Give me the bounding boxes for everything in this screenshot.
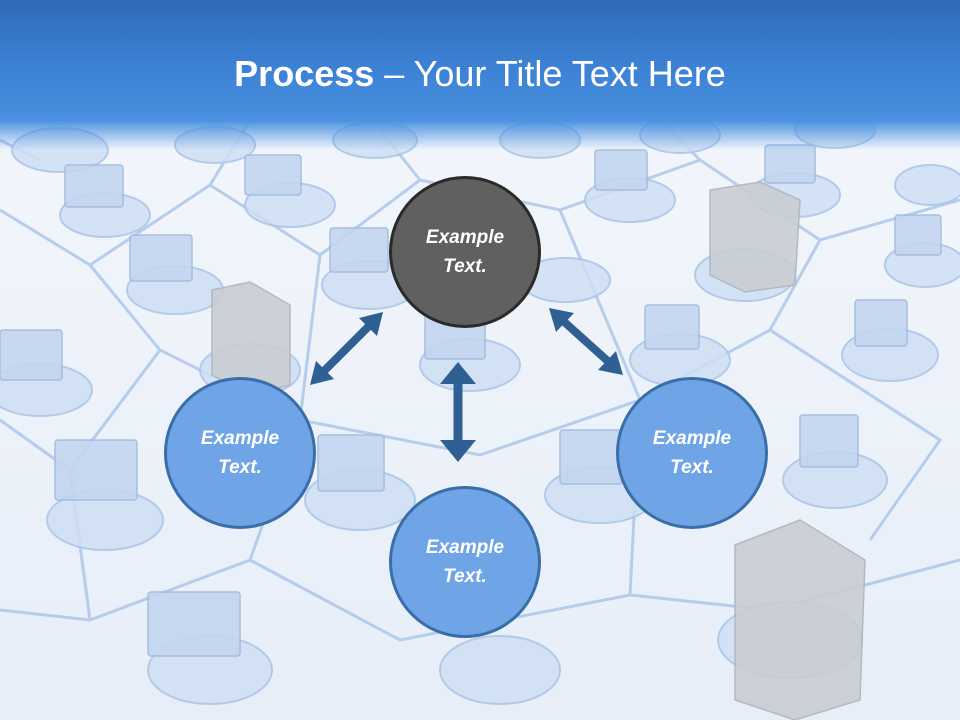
node-top-line1: Example (425, 227, 505, 248)
node-left-line2: Text. (218, 457, 262, 478)
arrow-top-right (549, 308, 623, 375)
node-top-line2: Text. (443, 256, 487, 277)
arrow-top-left (310, 312, 383, 385)
node-right-line2: Text. (670, 457, 714, 478)
slide-title: Process – Your Title Text Here (0, 52, 960, 96)
slide-title-bold: Process (234, 53, 375, 94)
arrow-top-bottom (440, 362, 476, 462)
title-banner (0, 0, 960, 150)
node-left-line1: Example (200, 428, 280, 449)
node-right-line1: Example (652, 428, 732, 449)
node-bottom-line1: Example (425, 537, 505, 558)
node-bottom-line2: Text. (443, 566, 487, 587)
slide-title-rest: – Your Title Text Here (374, 53, 726, 94)
